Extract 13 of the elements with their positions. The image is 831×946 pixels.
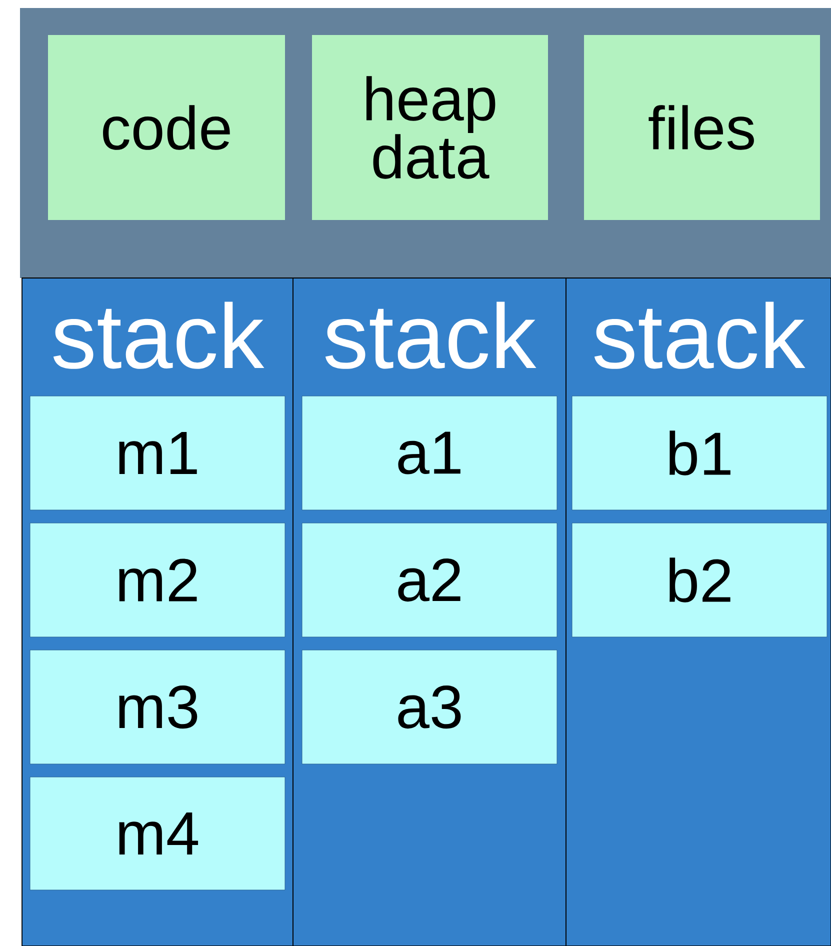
node-label: stack (325, 302, 536, 369)
memory-box: files (584, 35, 820, 220)
memory-box: code (48, 35, 285, 220)
stack-frame-box: a3 (302, 650, 558, 764)
memory-box: heap data (312, 35, 548, 220)
stack-frame-box: a1 (302, 396, 558, 510)
stack-frame-box: m4 (30, 776, 286, 890)
stack-frame-box: b1 (572, 396, 828, 510)
stack-frame-box: m2 (30, 522, 286, 638)
stack-frame-box: m3 (30, 650, 286, 764)
stack-frame-box: a2 (302, 522, 558, 638)
stack-frame-box: b2 (572, 522, 828, 638)
stack-frame-box: m1 (30, 396, 286, 510)
